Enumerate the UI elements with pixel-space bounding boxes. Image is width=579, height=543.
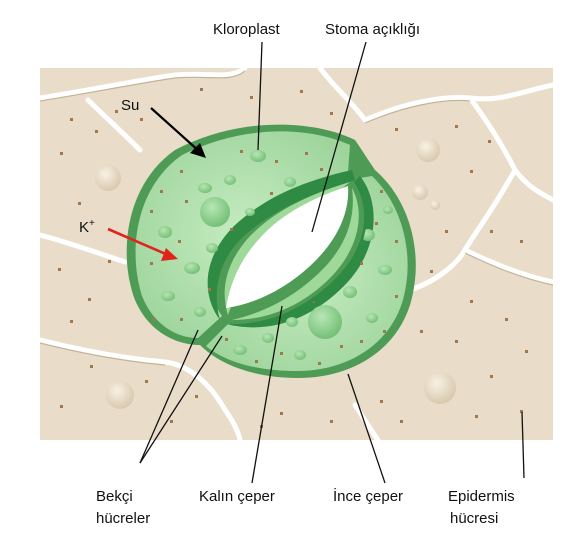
label-guard-cells-line1: Bekçi [96, 488, 133, 505]
label-stoma-opening: Stoma açıklığı [325, 21, 420, 38]
label-thin-wall: İnce çeper [333, 487, 403, 505]
label-chloroplast: Kloroplast [213, 21, 281, 38]
label-water: Su [121, 97, 139, 114]
label-epidermis-line2: hücresi [450, 510, 498, 527]
label-thick-wall: Kalın çeper [199, 488, 275, 505]
label-epidermis-line1: Epidermis [448, 488, 515, 505]
label-guard-cells-line2: hücreler [96, 510, 150, 527]
